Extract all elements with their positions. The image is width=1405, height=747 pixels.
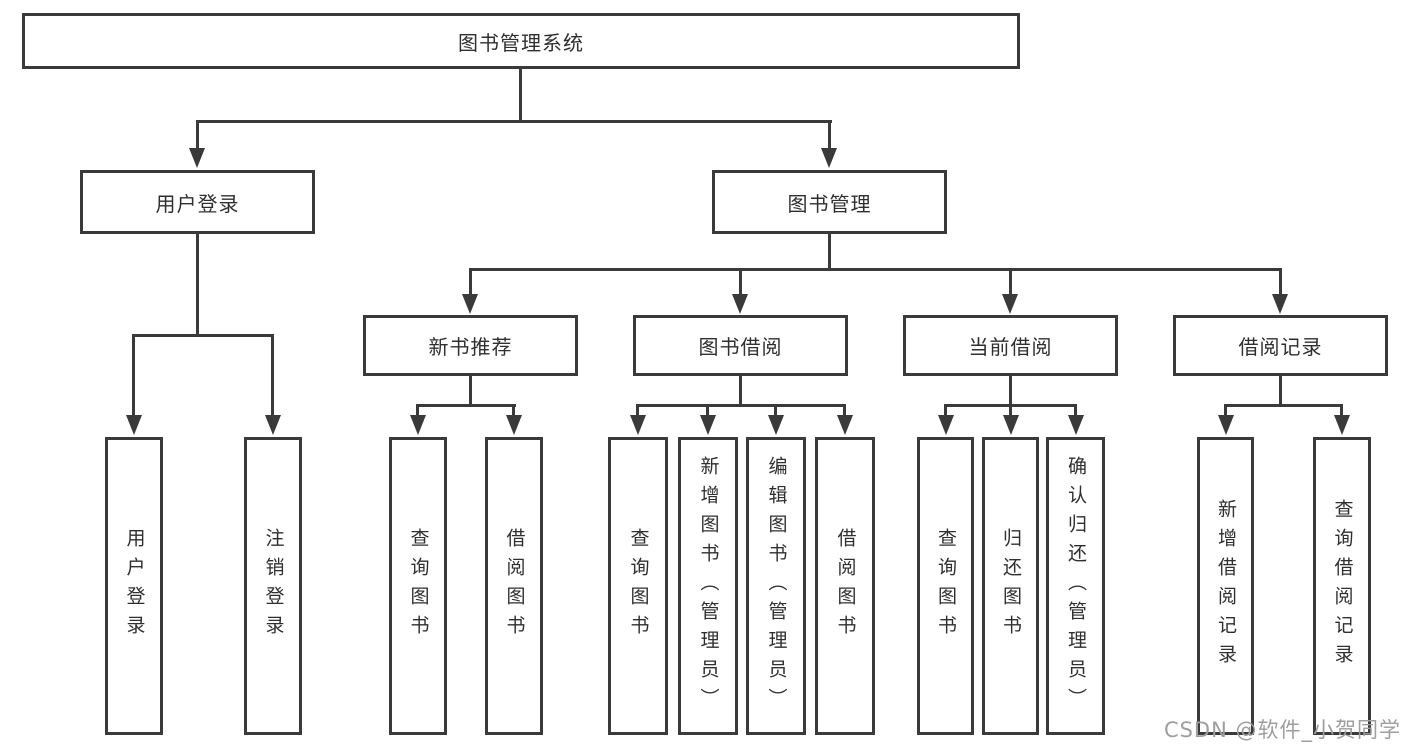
leaf-borrow-book-recommend: 借阅图书 [485, 437, 543, 735]
node-label: 新增借阅记录 [1215, 499, 1237, 673]
connector-line [944, 404, 947, 417]
arrow-down-icon [732, 294, 748, 314]
leaf-logout: 注销登录 [244, 437, 302, 735]
connector-line [636, 404, 639, 417]
node-current-borrow: 当前借阅 [903, 315, 1118, 376]
connector-line [519, 69, 522, 122]
connector-line [828, 234, 831, 271]
node-new-book-recommend: 新书推荐 [363, 315, 578, 376]
connector-line [739, 376, 742, 406]
node-label: 当前借阅 [968, 335, 1053, 359]
connector-line [132, 334, 135, 417]
leaf-query-book-borrow: 查询图书 [608, 437, 668, 735]
node-label: 借阅记录 [1238, 335, 1323, 359]
leaf-edit-book-admin: 编辑图书（管理员） [746, 437, 806, 735]
connector-line [416, 404, 516, 407]
arrow-down-icon [410, 415, 426, 435]
connector-line [1224, 404, 1343, 407]
arrow-down-icon [1272, 294, 1288, 314]
leaf-borrow-book: 借阅图书 [815, 437, 875, 735]
node-label: 编辑图书（管理员） [765, 455, 788, 717]
arrow-down-icon [1002, 294, 1018, 314]
connector-line [469, 376, 472, 406]
csdn-watermark: CSDN @软件_小贺同学 [1163, 718, 1401, 742]
node-borrow-records: 借阅记录 [1173, 315, 1388, 376]
node-label: 查询图书 [407, 528, 430, 644]
leaf-query-borrow-record: 查询借阅记录 [1313, 437, 1371, 735]
connector-line [843, 404, 846, 417]
connector-line [196, 120, 832, 123]
connector-line [196, 120, 199, 150]
node-book-borrow: 图书借阅 [633, 315, 848, 376]
connector-line [469, 268, 1282, 271]
node-label: 查询图书 [935, 528, 957, 644]
leaf-query-book-current: 查询图书 [917, 437, 974, 735]
connector-line [1224, 404, 1227, 417]
connector-line [1074, 404, 1077, 417]
connector-line [1009, 376, 1012, 406]
arrow-down-icon [506, 415, 522, 435]
node-label: 图书管理系统 [458, 30, 584, 55]
arrow-down-icon [821, 148, 837, 168]
connector-line [636, 404, 846, 407]
node-label: 确认归还（管理员） [1065, 455, 1087, 717]
leaf-return-book: 归还图书 [982, 437, 1039, 735]
node-label: 用户登录 [155, 191, 240, 216]
arrow-down-icon [630, 415, 646, 435]
arrow-down-icon [768, 415, 784, 435]
node-label: 新增图书（管理员） [697, 455, 720, 717]
connector-line [196, 234, 199, 337]
node-label: 注销登录 [262, 528, 285, 644]
node-label: 借阅图书 [834, 528, 857, 644]
leaf-query-book-recommend: 查询图书 [389, 437, 447, 735]
connector-line [271, 334, 274, 417]
connector-line [739, 268, 742, 296]
arrow-down-icon [189, 148, 205, 168]
connector-line [416, 404, 419, 417]
arrow-down-icon [462, 294, 478, 314]
connector-line [1009, 268, 1012, 296]
arrow-down-icon [1218, 415, 1234, 435]
node-library-system: 图书管理系统 [22, 13, 1020, 69]
arrow-down-icon [837, 415, 853, 435]
connector-line [1340, 404, 1343, 417]
arrow-down-icon [938, 415, 954, 435]
connector-line [1279, 376, 1282, 406]
node-label: 用户登录 [123, 528, 146, 644]
node-label: 查询图书 [627, 528, 650, 644]
arrow-down-icon [700, 415, 716, 435]
leaf-add-book-admin: 新增图书（管理员） [678, 437, 738, 735]
leaf-add-borrow-record: 新增借阅记录 [1197, 437, 1254, 735]
node-label: 图书借阅 [698, 335, 783, 359]
connector-line [706, 404, 709, 417]
connector-line [828, 120, 831, 150]
node-book-management: 图书管理 [712, 170, 947, 234]
arrow-down-icon [265, 415, 281, 435]
connector-line [1279, 268, 1282, 296]
connector-line [1009, 404, 1012, 417]
node-label: 图书管理 [787, 191, 872, 216]
node-label: 归还图书 [1000, 528, 1022, 644]
leaf-confirm-return-admin: 确认归还（管理员） [1046, 437, 1105, 735]
node-label: 借阅图书 [503, 528, 526, 644]
connector-line [132, 334, 274, 337]
connector-line [774, 404, 777, 417]
arrow-down-icon [1003, 415, 1019, 435]
node-label: 新书推荐 [428, 335, 513, 359]
leaf-user-login: 用户登录 [105, 437, 163, 735]
arrow-down-icon [1334, 415, 1350, 435]
node-user-login: 用户登录 [80, 170, 315, 234]
connector-line [512, 404, 515, 417]
arrow-down-icon [126, 415, 142, 435]
node-label: 查询借阅记录 [1331, 499, 1354, 673]
connector-line [469, 268, 472, 296]
arrow-down-icon [1068, 415, 1084, 435]
